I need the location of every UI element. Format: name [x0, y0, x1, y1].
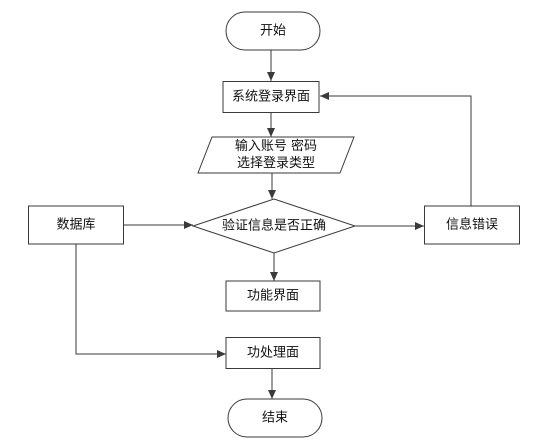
edge-line: [320, 95, 472, 206]
process-shape: [225, 337, 321, 369]
edge-error-to-login: [320, 92, 472, 206]
node-function: 功能界面: [225, 280, 321, 312]
node-label: 功处理面: [247, 346, 299, 361]
node-label: 开始: [260, 24, 286, 39]
node-database: 数据库: [28, 205, 124, 245]
node-label: 选择登录类型: [237, 156, 315, 171]
node-label: 输入账号 密码: [235, 138, 317, 154]
edge-input-to-verify: [268, 173, 276, 199]
arrow-head: [267, 72, 275, 81]
edge-verify-to-error: [355, 222, 424, 230]
node-login: 系统登录界面: [222, 81, 320, 113]
arrow-head: [217, 350, 226, 358]
node-label: 结束: [262, 411, 288, 426]
arrow-head: [268, 190, 276, 199]
arrow-head: [268, 390, 276, 399]
arrow-head: [184, 221, 193, 229]
node-verify: 验证信息是否正确: [191, 198, 357, 254]
decision-shape: [191, 198, 357, 254]
arrow-head: [267, 128, 275, 137]
arrow-head: [270, 272, 278, 281]
arrow-head: [320, 92, 329, 100]
edge-handle-to-end: [268, 369, 276, 399]
node-label: 功能界面: [247, 289, 299, 304]
node-label: 信息错误: [446, 217, 498, 233]
node-start: 开始: [225, 11, 321, 51]
node-handle: 功处理面: [225, 337, 321, 369]
edge-database-to-verify: [124, 221, 193, 229]
node-error: 信息错误: [424, 205, 520, 245]
node-label: 数据库: [56, 217, 95, 233]
process-shape: [225, 280, 321, 312]
edge-verify-to-function: [270, 253, 278, 281]
terminal-shape: [225, 11, 321, 51]
edges-layer: [75, 50, 472, 399]
process-shape: [424, 205, 520, 245]
terminal-shape: [227, 398, 323, 438]
process-shape: [222, 81, 320, 113]
process-shape: [28, 205, 124, 245]
node-label: 验证信息是否正确: [222, 218, 326, 234]
edge-line: [75, 244, 226, 355]
node-end: 结束: [227, 398, 323, 438]
arrow-head: [415, 222, 424, 230]
data-shape: [197, 136, 355, 174]
edge-start-to-login: [267, 50, 275, 81]
node-label: 系统登录界面: [232, 90, 310, 105]
edge-login-to-input: [267, 113, 275, 137]
nodes-layer: 开始系统登录界面输入账号 密码选择登录类型验证信息是否正确数据库信息错误功能界面…: [28, 11, 520, 438]
edge-database-to-handle: [75, 244, 226, 358]
